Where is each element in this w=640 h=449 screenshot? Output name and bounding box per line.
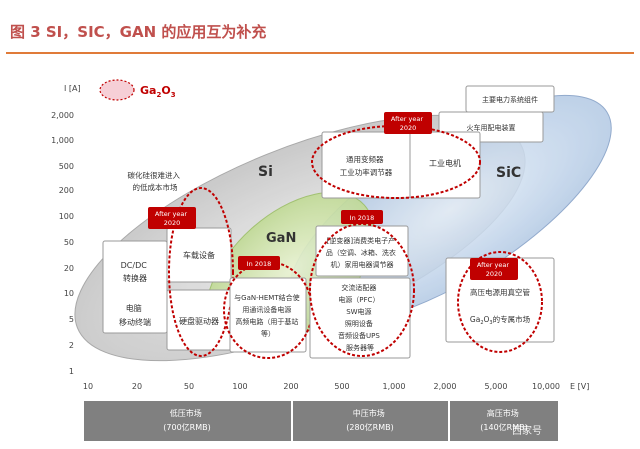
x-tick-label: 500 [334, 382, 349, 391]
after-2020-badge [470, 258, 518, 280]
ga2o3-legend-marker [99, 79, 135, 101]
x-tick-label: 100 [232, 382, 247, 391]
x-tick-label: 10,000 [532, 382, 560, 391]
x-tick-label: 50 [184, 382, 194, 391]
in-2018-badge-label: In 2018 [247, 260, 272, 268]
low-cost-note: 碳化硅很难进入 的低成本市场 [128, 170, 183, 192]
after-2020-badge-label: After year 2020 [155, 210, 189, 227]
y-tick-label: 5 [69, 315, 74, 324]
in-2018-badge [341, 210, 383, 224]
inverter-box [315, 225, 409, 277]
gan-app-box [229, 277, 307, 353]
drive-box-label: 通用变频器 工业功率调节器 [340, 154, 393, 177]
hv-box-line2: Ga2O3的专属市场 [470, 314, 531, 326]
pc-label: 电脑 移动终端 [119, 303, 151, 327]
watermark: 西家号 [512, 424, 542, 437]
adapter-box [309, 277, 411, 359]
y-tick-label: 50 [64, 238, 74, 247]
y-tick-label: 1 [69, 367, 74, 376]
y-tick-label: 2,000 [51, 111, 74, 120]
inverter-box-label: [逆变器]消费类电子产 品（空调、冰箱、洗衣 机）家用电器调节器 [326, 236, 398, 269]
in-2018-badge [238, 256, 280, 270]
y-axis-label: I [A] [64, 84, 81, 93]
motor-box-label: 工业电机 [429, 158, 461, 168]
si-label: Si [258, 164, 273, 180]
title-rule [6, 52, 634, 54]
car-hdd-ring [168, 187, 234, 357]
x-tick-label: 1,000 [383, 382, 406, 391]
x-tick-label: 20 [132, 382, 142, 391]
low-voltage-market-label: 低压市场 (700亿RMB) [163, 408, 210, 432]
x-tick-label: 2,000 [434, 382, 457, 391]
after-2020-badge-label: After year 2020 [477, 261, 511, 278]
drive-motor-ring [311, 125, 481, 199]
car-box-label: 车载设备 [183, 250, 215, 260]
car-box [166, 227, 232, 283]
x-tick-label: 10 [83, 382, 93, 391]
hv-box-line1: 高压电源用真空管 [470, 287, 530, 297]
after-2020-badge [148, 207, 196, 229]
y-tick-label: 200 [59, 186, 74, 195]
x-tick-label: 200 [283, 382, 298, 391]
dcdc-pc-box [102, 240, 168, 334]
mid-voltage-market-label: 中压市场 (280亿RMB) [346, 408, 393, 432]
gan-app-label: 与GaN-HEMT结合使 用通讯设备电源 高频电路（用于基站 等） [234, 293, 302, 338]
after-2020-badge-label: After year 2020 [391, 115, 425, 132]
hdd-box-label: 硬盘驱动器 [179, 316, 219, 326]
x-tick-label: 5,000 [485, 382, 508, 391]
y-tick-labels: 2,000 1,000 500 200 100 50 20 10 5 2 1 [51, 111, 74, 376]
inverter-adapter-ring [309, 223, 415, 357]
drive-box [321, 131, 411, 199]
figure-title: 图 3 SI，SIC，GAN 的应用互为补充 [10, 23, 267, 41]
adapter-box-label: 交流适配器 电源（PFC） SW电源 照明设备 音频设备UPS 服务器等 [338, 283, 382, 352]
gan-label: GaN [266, 231, 296, 246]
y-tick-label: 100 [59, 212, 74, 221]
x-axis-label: E [V] [570, 382, 589, 391]
sic-label: SiC [496, 165, 521, 181]
hv-ring [457, 251, 543, 353]
high-voltage-market [450, 401, 558, 441]
y-tick-label: 20 [64, 264, 74, 273]
grid-box-label: 主要电力系统组件 [482, 95, 538, 104]
rail-box-label: 火车用配电装置 [467, 123, 516, 132]
mid-voltage-market [293, 401, 448, 441]
high-voltage-market-label: 高压市场 (140亿RMB) [480, 408, 527, 432]
low-voltage-market [84, 401, 291, 441]
after-2020-badge [384, 112, 432, 134]
y-tick-label: 1,000 [51, 136, 74, 145]
y-tick-label: 10 [64, 289, 74, 298]
y-tick-label: 500 [59, 162, 74, 171]
dcdc-label: DC/DC 转换器 [121, 261, 150, 283]
ga2o3-legend-label: Ga2O3 [140, 84, 176, 99]
x-tick-labels: 10 20 50 100 200 500 1,000 2,000 5,000 1… [83, 382, 560, 391]
in-2018-badge-label: In 2018 [350, 214, 375, 222]
y-tick-label: 2 [69, 341, 74, 350]
